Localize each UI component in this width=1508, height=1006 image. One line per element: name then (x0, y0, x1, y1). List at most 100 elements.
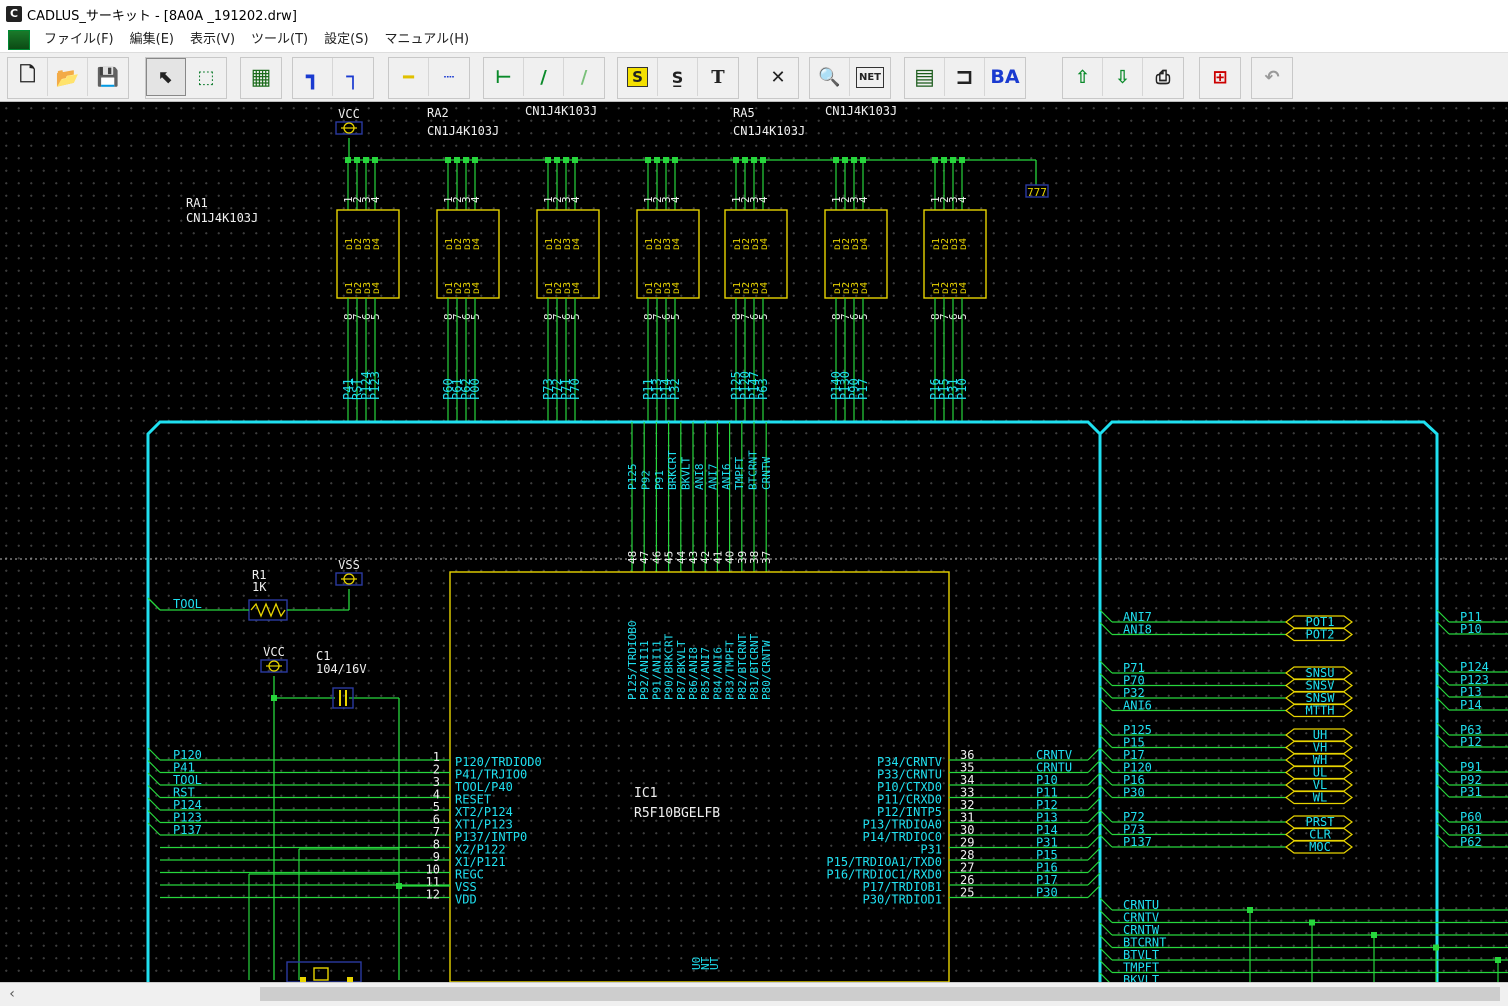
print-button[interactable]: ⎙ (1143, 58, 1183, 96)
menu-edit[interactable]: 編集(E) (129, 32, 174, 47)
ic-right-pin-num: 29 (960, 836, 974, 850)
save-file-button[interactable]: 💾 (88, 58, 128, 96)
dotline-button[interactable]: ┈ (429, 58, 469, 96)
pwm-port-label: WH (1313, 753, 1327, 767)
rnet-inner-bot: ᴅ2 (353, 282, 364, 294)
sns-entry (1099, 660, 1113, 674)
line-icon: ━ (403, 66, 414, 88)
netlist-button[interactable]: NET (850, 58, 890, 96)
rnet-inner-top: ᴅ2 (353, 238, 364, 250)
rnet-net-label: P120 (738, 371, 752, 400)
far-right-net: P123 (1460, 673, 1489, 687)
connector-button[interactable]: ⊐ (945, 58, 985, 96)
left-bus-frame (146, 420, 1102, 982)
part-select-button[interactable]: ⬚ (186, 58, 226, 96)
top-pin-name: P92/ANI11 (638, 640, 651, 700)
ctrl-entry (1099, 834, 1113, 848)
vss-sym-frame (335, 572, 363, 586)
rnet-net-label: P70 (568, 378, 582, 400)
open-file-button[interactable]: 📂 (48, 58, 88, 96)
scroll-left-icon[interactable]: ‹ (9, 986, 15, 1002)
left-net-label: P120 (173, 748, 202, 762)
delete-button[interactable]: ✕ (758, 58, 798, 96)
menu-settings[interactable]: 設定(S) (324, 32, 369, 47)
bottom-pin-name: U0 (690, 957, 703, 970)
left-net-label: P137 (173, 823, 202, 837)
ic-left-pin-name: P120/TRDIOD0 (455, 755, 542, 769)
text-icon: T (711, 66, 725, 88)
menu-view[interactable]: 表示(V) (189, 32, 236, 47)
top-pin-num: 38 (748, 551, 761, 564)
rnet-inner-bot: ᴅ1 (931, 282, 942, 294)
search-symbol-button[interactable]: S̲ (658, 58, 698, 96)
menu-file[interactable]: ファイル(F) (44, 32, 114, 47)
place-part-button[interactable]: ▦ (241, 58, 281, 96)
grid-button[interactable]: ⊞ (1200, 58, 1240, 96)
rnet-inner-top: ᴅ1 (544, 238, 555, 250)
scroll-thumb[interactable] (260, 987, 1500, 1001)
zoom-button[interactable]: 🔍 (810, 58, 850, 96)
pwm-entry (1099, 747, 1113, 761)
tool-entry (147, 597, 161, 611)
rnet-pin-num-top: 2 (839, 196, 852, 203)
undo-button[interactable]: ↶ (1252, 58, 1292, 96)
rnet-inner-top: ᴅ3 (949, 238, 960, 250)
pwm-net: P15 (1123, 736, 1145, 750)
junction-button[interactable]: ⊢ (484, 58, 524, 96)
bus-entry2-button[interactable]: / (564, 58, 604, 96)
text-button[interactable]: T (698, 58, 738, 96)
rnet-inner-bot: ᴅ3 (362, 282, 373, 294)
ic-right-pin-num: 30 (960, 823, 974, 837)
ba-button[interactable]: BA (985, 58, 1025, 96)
document-icon[interactable] (8, 30, 30, 50)
menu-bar: ファイル(F) 編集(E) 表示(V) ツール(T) 設定(S) マニュアル(H… (0, 28, 1508, 53)
pot-port-label: POT2 (1306, 628, 1335, 642)
new-file-button[interactable]: 🗋 (8, 58, 48, 96)
pwm-port (1285, 790, 1353, 805)
rnet-inner-bot: ᴅ1 (344, 282, 355, 294)
right-bus-entry (1087, 822, 1101, 836)
rnet-net-label: P147 (747, 371, 761, 400)
symbol-s-icon: S (627, 67, 648, 87)
pwm-net: P17 (1123, 748, 1145, 762)
right-bus-entry (1087, 797, 1101, 811)
c1-value: 104/16V (316, 662, 367, 676)
bus-entry-button[interactable]: / (524, 58, 564, 96)
horizontal-scrollbar[interactable]: ‹ (0, 982, 1508, 1006)
left-net-label: P123 (173, 811, 202, 825)
file-group: 🗋 📂 💾 (7, 57, 129, 99)
ic-right-pin-num: 33 (960, 786, 974, 800)
rnet-net-label: P11 (641, 378, 655, 400)
rnet-inner-top: ᴅ3 (462, 238, 473, 250)
select-button[interactable]: ⬉ (146, 58, 186, 96)
pot-port (1285, 627, 1353, 642)
sns-net: ANI6 (1123, 699, 1152, 713)
bottom-pin-name: NT (699, 956, 712, 970)
rnet-net-label: P73 (541, 378, 555, 400)
line-button[interactable]: ━ (389, 58, 429, 96)
ic-right-pin-name: P14/TRDIOC0 (863, 830, 942, 844)
crnt-entry (1099, 922, 1113, 936)
top-pin-num: 48 (626, 551, 639, 564)
symbol-button[interactable]: S (618, 58, 658, 96)
ic-left-pin-num: 5 (433, 800, 440, 814)
top-bus-net: P125 (626, 464, 639, 491)
rnet-inner-top: ᴅ4 (571, 238, 582, 250)
wire2-button[interactable]: ┐ (333, 58, 373, 96)
wire-button[interactable]: ┓ (293, 58, 333, 96)
rnet-pin-num-top: 4 (857, 196, 870, 203)
rnet-pin-num-top: 2 (551, 196, 564, 203)
top-bus-net: TMPFT (733, 457, 746, 490)
board-button[interactable]: ▤ (905, 58, 945, 96)
rnet-inner-bot: ᴅ3 (949, 282, 960, 294)
import-button[interactable]: ⇩ (1103, 58, 1143, 96)
search-symbol-icon: S̲ (671, 67, 684, 87)
ctrl-entry (1099, 822, 1113, 835)
ic-right-pin-num: 32 (960, 798, 974, 812)
export-button[interactable]: ⇧ (1063, 58, 1103, 96)
menu-manual[interactable]: マニュアル(H) (384, 32, 470, 47)
wire-group: ┓ ┐ (292, 57, 374, 99)
rnet-pin-num-top: 2 (451, 196, 464, 203)
menu-tools[interactable]: ツール(T) (251, 32, 309, 47)
